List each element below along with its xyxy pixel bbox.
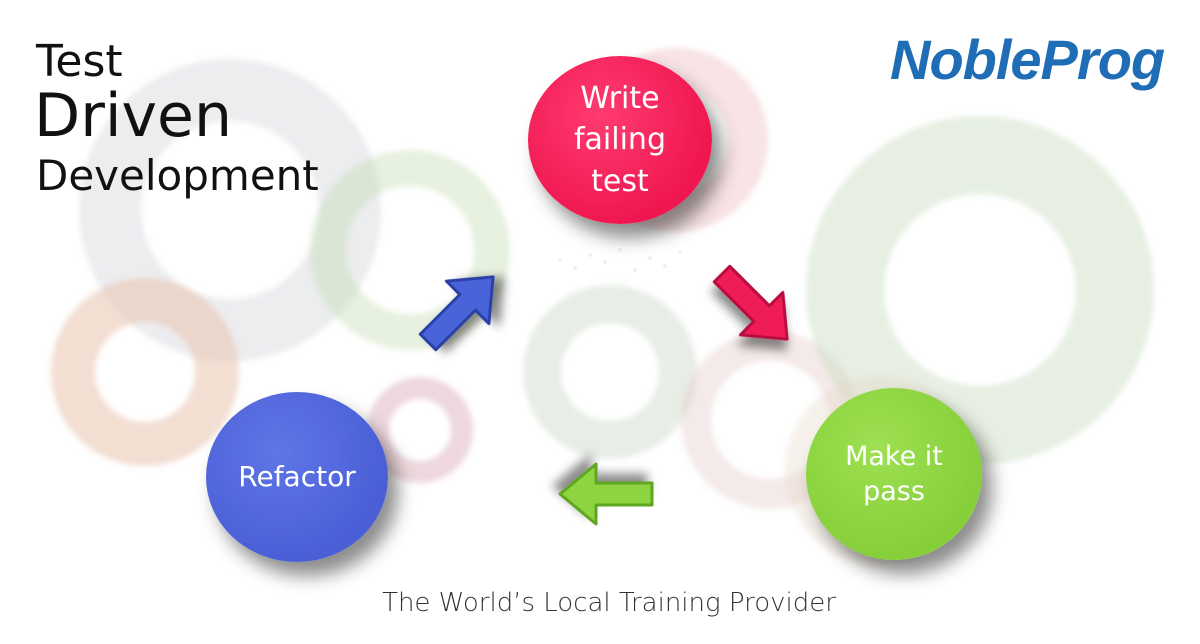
arrow-up-right-icon (418, 275, 495, 352)
step-make-label: Make it pass (845, 440, 943, 507)
nobleprog-logo: NobleProg (890, 28, 1165, 91)
arrow-left-icon (558, 462, 654, 526)
step-refactor: Refactor (206, 392, 388, 562)
step-write-failing-test: Write failing test (528, 56, 712, 224)
title-line-driven: Driven (34, 81, 232, 151)
step-make-it-pass: Make it pass (806, 388, 982, 560)
title-line-development: Development (36, 151, 319, 200)
step-write-label: Write failing test (573, 80, 666, 199)
title-line-test: Test (36, 36, 123, 87)
tagline: The World’s Local Training Provider (382, 588, 836, 618)
arrow-down-right-icon (712, 264, 789, 341)
step-refactor-label: Refactor (238, 459, 356, 493)
